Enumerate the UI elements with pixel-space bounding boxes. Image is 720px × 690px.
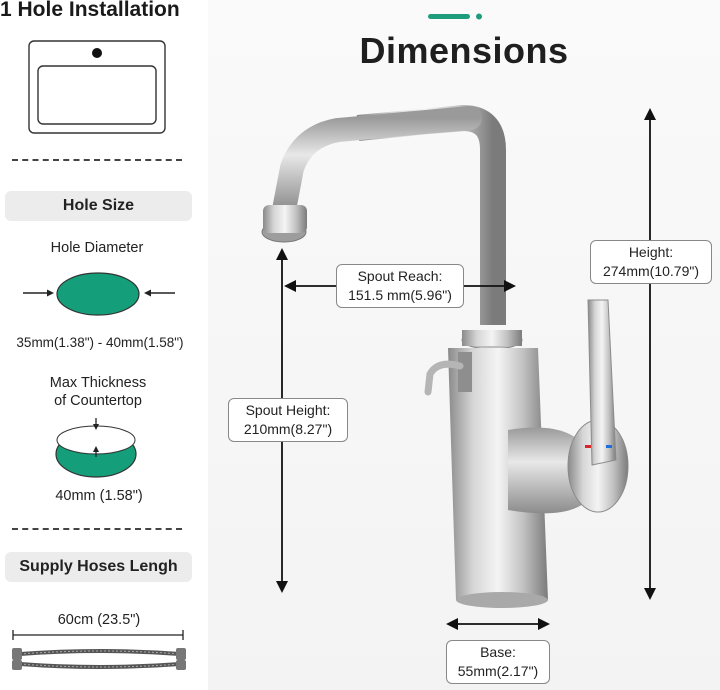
spout-reach-value: 151.5 mm(5.96") [348, 287, 452, 303]
sink-top-view-icon [28, 40, 166, 134]
divider-bottom [12, 528, 182, 530]
height-value: 274mm(10.79") [602, 263, 699, 279]
spout-height-value: 210mm(8.27") [243, 421, 333, 437]
thickness-value: 40mm (1.58") [55, 488, 143, 504]
base-value: 55mm(2.17") [457, 663, 539, 679]
spout-reach-label: Spout Reach: [357, 268, 443, 284]
dimensions-panel: Dimensions [208, 0, 720, 690]
thickness-label-line2: of Countertop [54, 393, 142, 409]
base-dimension-arrow [446, 618, 550, 630]
hose-length-value: 60cm (23.5") [57, 612, 141, 628]
spout-height-callout: Spout Height: 210mm(8.27") [228, 398, 348, 442]
hole-size-header: Hole Size [5, 191, 192, 221]
installation-title: 1 Hole Installation [0, 0, 180, 21]
height-callout: Height: 274mm(10.79") [590, 240, 712, 284]
left-info-panel: 1 Hole Installation Hole Size Hole Diame… [0, 0, 208, 690]
spout-height-label: Spout Height: [245, 402, 331, 418]
hole-diameter-value: 35mm(1.38") - 40mm(1.58") [16, 335, 184, 350]
thickness-label-line1: Max Thickness [49, 375, 147, 391]
base-label: Base: [480, 644, 516, 660]
spout-reach-callout: Spout Reach: 151.5 mm(5.96") [336, 264, 464, 308]
dimensions-title: Dimensions [359, 30, 569, 71]
faucet-illustration [261, 104, 629, 608]
hole-diameter-diagram [23, 272, 175, 316]
accent-mark-icon [428, 13, 482, 20]
supply-hoses-header: Supply Hoses Lengh [5, 552, 192, 582]
base-callout: Base: 55mm(2.17") [446, 640, 550, 684]
supply-hose-icon [12, 630, 186, 670]
countertop-thickness-diagram [55, 418, 137, 478]
divider-top [12, 159, 182, 161]
hole-diameter-label: Hole Diameter [50, 240, 144, 256]
height-dimension-arrow [644, 108, 656, 600]
height-label: Height: [628, 244, 674, 260]
